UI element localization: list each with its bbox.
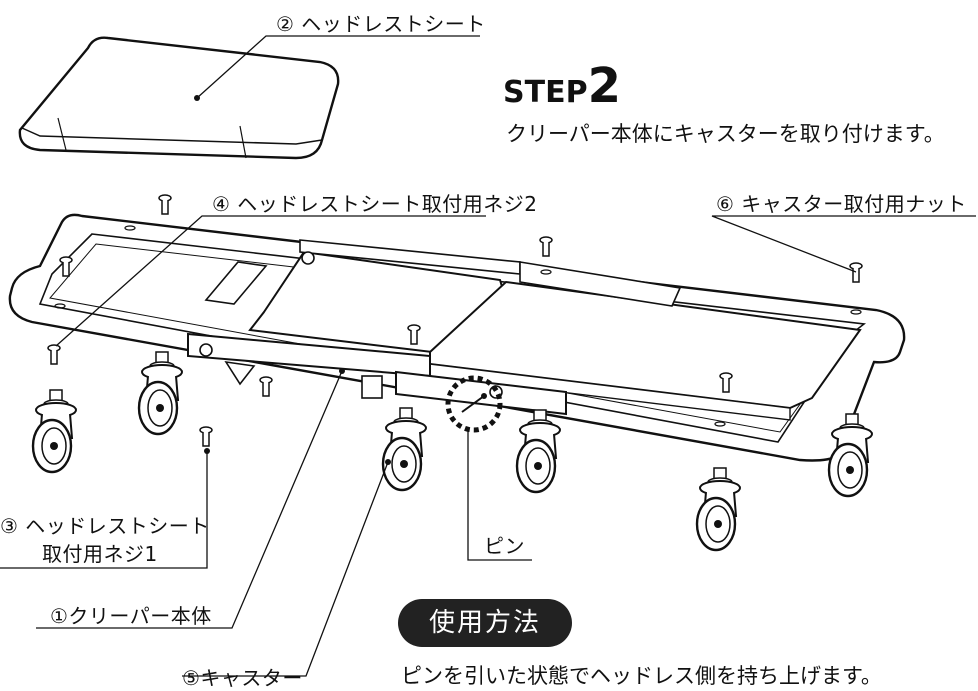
label-creeper-body: ①クリーパー本体 bbox=[50, 604, 212, 628]
label-caster: ⑤キャスター bbox=[182, 666, 303, 690]
label-caster-nut: ⑥ キャスター取付用ナット bbox=[716, 192, 967, 216]
creeper-body bbox=[8, 213, 906, 462]
usage-heading: 使用方法 bbox=[398, 599, 572, 647]
pin-highlight bbox=[445, 375, 503, 433]
leader-lines bbox=[0, 35, 976, 677]
label-headrest-seat: ② ヘッドレストシート bbox=[276, 12, 486, 36]
step-word: STEP bbox=[503, 75, 588, 110]
step-heading: STEP2 bbox=[503, 58, 621, 114]
headrest-seat bbox=[18, 36, 340, 160]
label-headrest-screw-1-line1: ③ ヘッドレストシート bbox=[0, 514, 210, 538]
step-number: 2 bbox=[587, 58, 621, 114]
label-pin: ピン bbox=[484, 534, 525, 558]
label-headrest-screw-1-line2: 取付用ネジ1 bbox=[42, 542, 158, 566]
label-headrest-screw-2: ④ ヘッドレストシート取付用ネジ2 bbox=[212, 192, 538, 216]
step-description: クリーパー本体にキャスターを取り付けます。 bbox=[506, 122, 945, 146]
usage-text: ピンを引いた状態でヘッドレス側を持ち上げます。 bbox=[401, 664, 882, 688]
